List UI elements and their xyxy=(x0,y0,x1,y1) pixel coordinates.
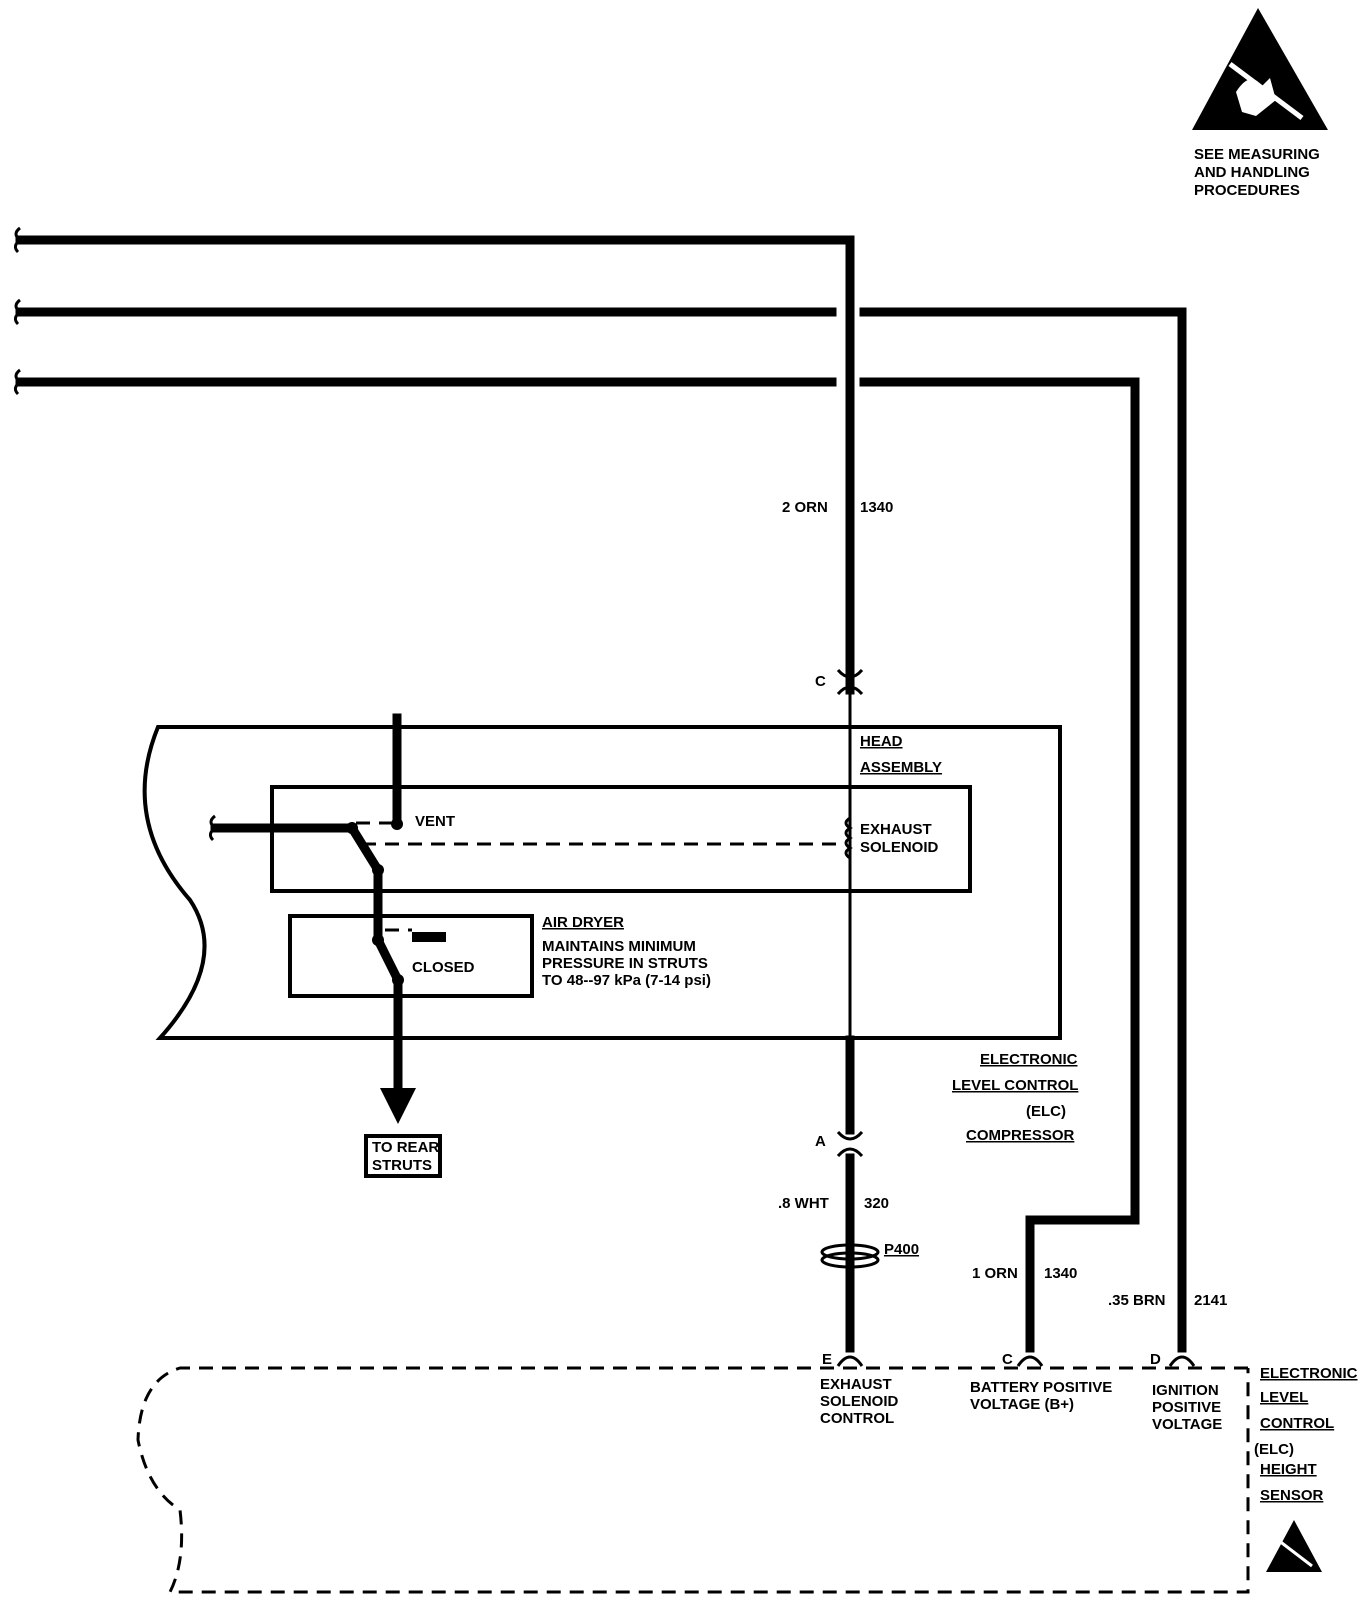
compressor-label-line1: ELECTRONIC xyxy=(980,1051,1078,1068)
sensor-pin-e-desc3: CONTROL xyxy=(820,1410,894,1427)
closed-label: CLOSED xyxy=(412,959,475,976)
sensor-pin-d-desc2: POSITIVE xyxy=(1152,1399,1221,1416)
connector-a xyxy=(836,1130,864,1158)
compressor-outline xyxy=(142,725,1062,1040)
connector-c-compressor xyxy=(836,668,864,696)
sensor-pin-d-desc3: VOLTAGE xyxy=(1152,1416,1222,1433)
esd-note-line3: PROCEDURES xyxy=(1194,182,1300,199)
sensor-pin-e-desc1: EXHAUST xyxy=(820,1376,892,1393)
wire-top-gauge-color: 2 ORN xyxy=(782,499,828,516)
esd-note-line2: AND HANDLING xyxy=(1194,164,1310,181)
air-dryer-line1: MAINTAINS MINIMUM xyxy=(542,938,696,955)
connector-c-label: C xyxy=(815,673,826,690)
exhaust-solenoid-line2: SOLENOID xyxy=(860,839,939,856)
splice-p400-icon xyxy=(820,1243,880,1269)
sensor-pin-e-icon xyxy=(836,1355,864,1367)
sensor-pin-c-label: C xyxy=(1002,1351,1013,1368)
to-rear-struts-arrow xyxy=(380,1088,416,1124)
sensor-label-line3: CONTROL xyxy=(1260,1415,1334,1432)
sensor-label-line5: HEIGHT xyxy=(1260,1461,1317,1478)
sensor-pin-d-desc1: IGNITION xyxy=(1152,1382,1219,1399)
esd-warning-icon xyxy=(1192,8,1328,130)
head-assembly-box xyxy=(270,785,972,893)
check-valve-icon xyxy=(412,932,446,942)
sensor-label-line4: (ELC) xyxy=(1254,1441,1294,1458)
head-assembly-line2: ASSEMBLY xyxy=(860,759,942,776)
sensor-label-line6: SENSOR xyxy=(1260,1487,1324,1504)
vent-port xyxy=(391,818,403,830)
air-dryer-title: AIR DRYER xyxy=(542,914,624,931)
connector-a-label: A xyxy=(815,1133,826,1150)
wire-battery-circuit: 1340 xyxy=(1044,1265,1077,1282)
esd-note-line1: SEE MEASURING xyxy=(1194,146,1320,163)
head-assembly-line1: HEAD xyxy=(860,733,903,750)
wire-ignition-circuit: 2141 xyxy=(1194,1292,1227,1309)
air-inlet-line xyxy=(210,823,403,1095)
sensor-pin-c-desc1: BATTERY POSITIVE xyxy=(970,1379,1112,1396)
wire-brn-2141 xyxy=(13,298,1187,1353)
to-rear-struts-line2: STRUTS xyxy=(372,1157,432,1174)
height-sensor-outline xyxy=(136,1366,1250,1594)
sensor-label-line1: ELECTRONIC xyxy=(1260,1365,1358,1382)
sensor-pin-e-desc2: SOLENOID xyxy=(820,1393,899,1410)
air-inlet-break xyxy=(208,814,218,842)
sensor-pin-e-label: E xyxy=(822,1351,832,1368)
splice-label: P400 xyxy=(884,1241,919,1258)
sensor-pin-d-icon xyxy=(1168,1355,1196,1367)
compressor-label-line4: COMPRESSOR xyxy=(966,1127,1075,1144)
sensor-esd-icon xyxy=(1266,1520,1322,1572)
to-rear-struts-line1: TO REAR xyxy=(372,1139,439,1156)
air-dryer-line3: TO 48--97 kPa (7-14 psi) xyxy=(542,972,711,989)
wire-orn-1340-battery xyxy=(13,368,1140,1353)
wire-orn-1340-top xyxy=(13,226,855,695)
vent-label: VENT xyxy=(415,813,455,830)
sensor-label-line2: LEVEL xyxy=(1260,1389,1308,1406)
sensor-pin-c-desc2: VOLTAGE (B+) xyxy=(970,1396,1074,1413)
air-dryer-line2: PRESSURE IN STRUTS xyxy=(542,955,708,972)
wire-exhaust-circuit: 320 xyxy=(864,1195,889,1212)
exhaust-solenoid-coil xyxy=(844,816,853,860)
wire-exhaust-gauge-color: .8 WHT xyxy=(778,1195,829,1212)
wire-battery-gauge-color: 1 ORN xyxy=(972,1265,1018,1282)
to-rear-struts-box xyxy=(364,1134,442,1178)
compressor-label-line3: (ELC) xyxy=(1026,1103,1066,1120)
sensor-pin-c-icon xyxy=(1016,1355,1044,1367)
wire-top-circuit: 1340 xyxy=(860,499,893,516)
exhaust-solenoid-line1: EXHAUST xyxy=(860,821,932,838)
sensor-pin-d-label: D xyxy=(1150,1351,1161,1368)
compressor-label-line2: LEVEL CONTROL xyxy=(952,1077,1078,1094)
air-dryer-box xyxy=(288,914,534,998)
wire-ignition-gauge-color: .35 BRN xyxy=(1108,1292,1166,1309)
